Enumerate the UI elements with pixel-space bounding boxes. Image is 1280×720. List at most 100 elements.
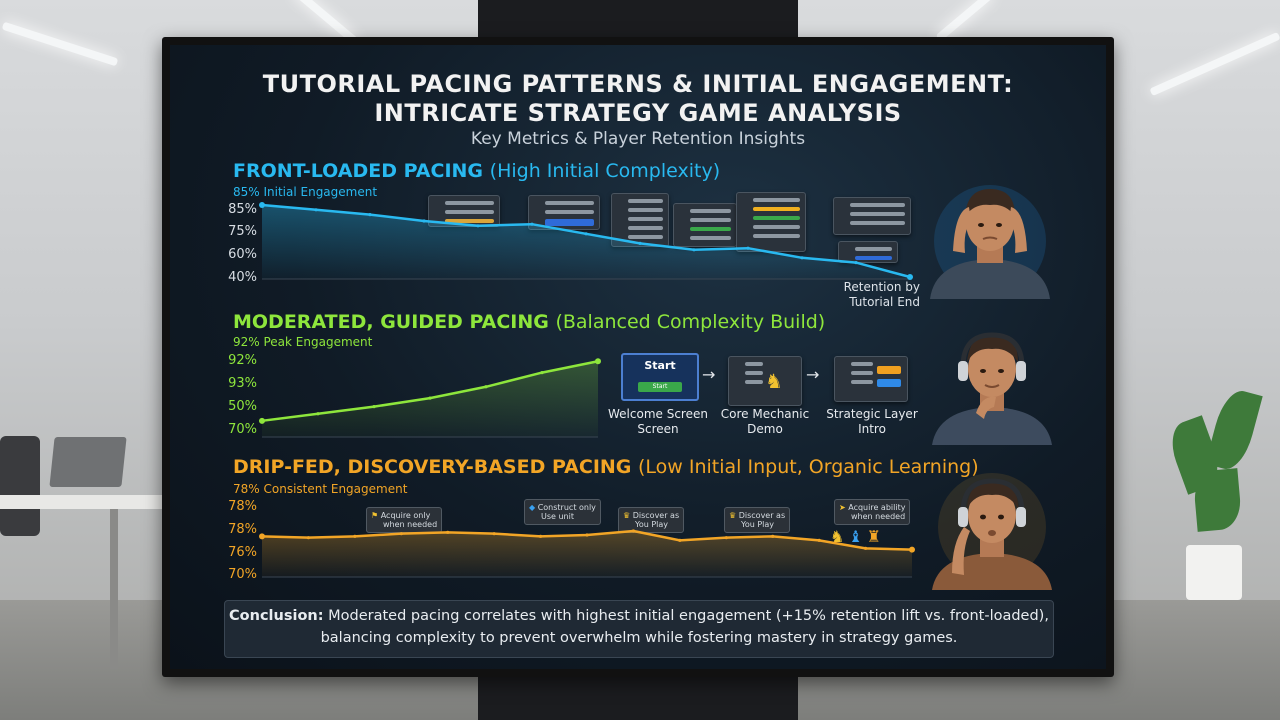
drip-note-3-l2: You Play bbox=[635, 520, 669, 529]
drip-note-4-l2: You Play bbox=[741, 520, 775, 529]
panel-row bbox=[690, 218, 731, 222]
drip-note-5-l1: Acquire ability bbox=[848, 503, 906, 512]
front-loaded-tick-85: 85% bbox=[228, 202, 257, 217]
drip-fed-data-point bbox=[585, 533, 589, 537]
front-loaded-data-point bbox=[746, 246, 750, 250]
page-title-line2: INTRICATE STRATEGY GAME ANALYSIS bbox=[374, 99, 902, 127]
drip-fed-tick-3: 76% bbox=[228, 545, 257, 560]
front-loaded-title-main: FRONT-LOADED PACING bbox=[233, 160, 484, 182]
step-label-welcome: Welcome Screen Screen bbox=[603, 407, 713, 437]
step-core-line1: Core Mechanic bbox=[720, 407, 810, 421]
ui-panel-icon bbox=[673, 203, 737, 247]
front-loaded-data-point bbox=[368, 213, 372, 217]
front-loaded-title: FRONT-LOADED PACING (High Initial Comple… bbox=[233, 160, 720, 182]
drip-note-5-l2: when needed bbox=[851, 512, 906, 521]
drip-fed-data-point bbox=[724, 536, 728, 540]
drip-note-icon: ⚑ bbox=[371, 511, 379, 520]
desk bbox=[0, 495, 165, 509]
panel-row bbox=[545, 201, 594, 205]
front-loaded-title-paren: (High Initial Complexity) bbox=[489, 160, 721, 182]
drip-fed-data-point bbox=[259, 533, 265, 540]
front-loaded-data-point bbox=[259, 202, 265, 208]
front-loaded-data-point bbox=[530, 222, 534, 226]
laptop bbox=[49, 437, 127, 487]
panel-row bbox=[753, 207, 800, 211]
ceiling-light bbox=[935, 0, 995, 42]
moderated-data-point bbox=[540, 371, 544, 375]
ui-panel-icon bbox=[833, 197, 911, 235]
panel-row bbox=[753, 234, 800, 238]
drip-note-4: ♛ Discover as You Play bbox=[724, 507, 791, 533]
drip-note-3: ♛ Discover as You Play bbox=[618, 507, 685, 533]
page-subtitle: Key Metrics & Player Retention Insights bbox=[470, 129, 806, 149]
drip-fed-data-point bbox=[353, 534, 357, 538]
step-core-line2: Demo bbox=[747, 422, 783, 436]
panel-row bbox=[545, 219, 594, 226]
panel-row bbox=[628, 199, 663, 203]
step-welcome-line1: Welcome Screen bbox=[608, 407, 708, 421]
retention-by-tutorial-end-label: Retention by Tutorial End bbox=[820, 280, 920, 310]
drip-fed-data-point bbox=[446, 530, 450, 534]
stressed-player-avatar bbox=[930, 185, 1050, 299]
drip-note-2: ◆ Construct only Use unit bbox=[524, 499, 601, 525]
drip-note-1-l1: Acquire only bbox=[380, 511, 431, 520]
moderated-metric: 92% Peak Engagement bbox=[233, 335, 373, 349]
flow-arrow-icon: → bbox=[702, 365, 716, 384]
drip-fed-area bbox=[262, 531, 912, 577]
flow-arrow-icon: → bbox=[806, 365, 820, 384]
drip-fed-title-paren: (Low Initial Input, Organic Learning) bbox=[638, 456, 979, 478]
drip-fed-data-point bbox=[538, 534, 543, 538]
panel-row bbox=[545, 210, 594, 214]
step-strategic-line1: Strategic Layer bbox=[826, 407, 918, 421]
panel-row bbox=[753, 216, 800, 220]
moderated-chart bbox=[259, 358, 601, 438]
step-label-core-mechanic: Core Mechanic Demo bbox=[710, 407, 820, 437]
panel-row bbox=[628, 226, 663, 230]
front-loaded-metric: 85% Initial Engagement bbox=[233, 185, 378, 199]
page-title-line1: TUTORIAL PACING PATTERNS & INITIAL ENGAG… bbox=[262, 70, 1014, 98]
panel-row bbox=[855, 256, 892, 260]
welcome-screen-thumbnail: Start Start bbox=[621, 353, 699, 401]
drip-note-1-l2: when needed bbox=[383, 520, 438, 529]
ceiling-light bbox=[1149, 31, 1280, 97]
panel-row bbox=[745, 380, 763, 384]
moderated-data-point bbox=[595, 358, 601, 365]
panel-row bbox=[445, 219, 494, 223]
start-card-button: Start bbox=[638, 382, 682, 392]
drip-fed-tick-4: 70% bbox=[228, 567, 257, 582]
drip-note-2-l1: Construct only bbox=[537, 503, 596, 512]
panel-row bbox=[855, 247, 892, 251]
start-card-title: Start bbox=[644, 359, 676, 372]
strategic-layer-thumbnail bbox=[834, 356, 908, 402]
step-strategic-line2: Intro bbox=[858, 422, 886, 436]
drip-fed-tick-1: 78% bbox=[228, 499, 257, 514]
moderated-title-paren: (Balanced Complexity Build) bbox=[555, 311, 826, 333]
panel-row bbox=[745, 371, 763, 375]
conclusion-line1: Conclusion: Moderated pacing correlates … bbox=[225, 605, 1053, 627]
drip-fed-chart bbox=[259, 529, 915, 578]
office-chair bbox=[0, 436, 40, 536]
panel-row bbox=[445, 210, 494, 214]
conclusion-label: Conclusion: bbox=[229, 608, 324, 624]
drip-fed-title-main: DRIP-FED, DISCOVERY-BASED PACING bbox=[233, 456, 632, 478]
front-loaded-data-point bbox=[314, 208, 318, 212]
front-loaded-data-point bbox=[854, 261, 858, 265]
step-label-strategic-layer: Strategic Layer Intro bbox=[817, 407, 927, 437]
step-welcome-line2: Screen bbox=[637, 422, 679, 436]
front-loaded-data-point bbox=[422, 219, 426, 223]
panel-row bbox=[753, 198, 800, 202]
plant-leaf bbox=[1205, 386, 1263, 474]
trophy-icon: ♛ bbox=[623, 511, 631, 520]
plant-pot bbox=[1186, 545, 1242, 600]
moderated-tick-3: 50% bbox=[228, 399, 257, 414]
retention-label-line2: Tutorial End bbox=[849, 295, 920, 309]
panel-row bbox=[628, 208, 663, 212]
front-loaded-data-point bbox=[476, 224, 480, 228]
presentation-screen: TUTORIAL PACING PATTERNS & INITIAL ENGAG… bbox=[170, 45, 1106, 669]
drip-fed-data-point bbox=[492, 532, 496, 536]
panel-row bbox=[690, 236, 731, 240]
curious-player-avatar bbox=[932, 473, 1052, 590]
ui-panel-icon bbox=[611, 193, 669, 247]
panel-row bbox=[690, 209, 731, 213]
front-loaded-data-point bbox=[907, 274, 913, 280]
